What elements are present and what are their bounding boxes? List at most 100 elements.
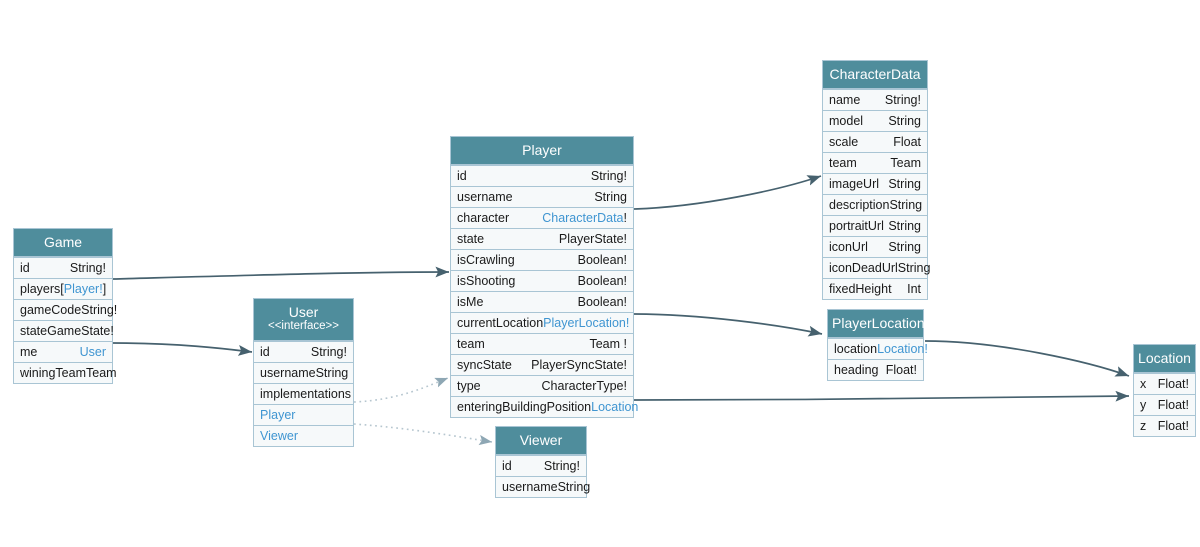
field-row[interactable]: y Float! [1134, 394, 1195, 415]
connector-player-currentlocation-to-playerlocation [633, 313, 823, 337]
field-type-link[interactable]: Location! [877, 342, 928, 356]
field-row[interactable]: id String! [496, 455, 586, 476]
field-row[interactable]: name String! [823, 89, 927, 110]
implementation-item-viewer[interactable]: Viewer [254, 424, 353, 446]
field-row[interactable]: x Float! [1134, 373, 1195, 394]
field-type: Float! [1157, 377, 1189, 391]
field-row[interactable]: team Team [823, 152, 927, 173]
field-type: String [557, 480, 591, 494]
field-row[interactable]: username String [451, 186, 633, 207]
field-name: iconDeadUrl [829, 261, 898, 275]
field-name: heading [834, 363, 879, 377]
field-type-link[interactable]: PlayerLocation [543, 316, 626, 330]
field-row[interactable]: isMe Boolean! [451, 291, 633, 312]
field-type: String! [81, 303, 118, 317]
entity-location[interactable]: Location x Float! y Float! z Float! [1133, 344, 1196, 437]
connector-game-players-to-player [112, 266, 450, 280]
field-row[interactable]: location Location! [828, 338, 928, 359]
entity-playerlocation[interactable]: PlayerLocation location Location! headin… [827, 309, 928, 381]
field-row[interactable]: isCrawling Boolean! [451, 249, 633, 270]
field-row[interactable]: syncState PlayerSyncState! [451, 354, 633, 375]
field-row[interactable]: character CharacterData! [451, 207, 633, 228]
field-row[interactable]: id String! [254, 340, 353, 362]
field-row[interactable]: description String [823, 194, 927, 215]
field-row[interactable]: iconDeadUrl String [823, 257, 930, 278]
field-row[interactable]: winingTeam Team [14, 362, 117, 383]
field-type: Team [890, 156, 921, 170]
field-name: currentLocation [457, 316, 544, 330]
field-type: String! [310, 344, 347, 359]
field-type-link[interactable]: Player! [63, 282, 103, 296]
field-type: Int [907, 282, 921, 296]
field-name: team [829, 156, 857, 170]
entity-user-name: User [288, 304, 319, 320]
field-name: enteringBuildingPosition [457, 400, 592, 414]
entity-viewer-title: Viewer [496, 427, 586, 455]
field-row[interactable]: gameCode String! [14, 299, 117, 320]
field-name: name [829, 93, 861, 107]
field-type: Float! [1157, 398, 1189, 412]
field-type-link[interactable]: User [79, 345, 106, 359]
field-row[interactable]: state GameState! [14, 320, 114, 341]
field-row[interactable]: state PlayerState! [451, 228, 633, 249]
field-row[interactable]: me User [14, 341, 112, 362]
implementation-item-player[interactable]: Player [254, 403, 353, 425]
field-type: String [888, 219, 921, 233]
field-row[interactable]: isShooting Boolean! [451, 270, 633, 291]
field-name: id [20, 261, 30, 275]
field-name: iconUrl [829, 240, 868, 254]
field-name: id [260, 344, 270, 359]
field-type: Boolean! [577, 295, 627, 309]
field-row[interactable]: currentLocation PlayerLocation! [451, 312, 633, 333]
non-null-marker: ! [623, 211, 627, 225]
field-name: location [834, 342, 878, 356]
field-row[interactable]: heading Float! [828, 359, 923, 380]
field-row[interactable]: portraitUrl String [823, 215, 927, 236]
non-null-marker: ! [625, 316, 630, 330]
field-row[interactable]: z Float! [1134, 415, 1195, 436]
field-type-link[interactable]: Location [591, 400, 639, 414]
implementation-name[interactable]: Viewer [260, 428, 298, 443]
entity-player[interactable]: Player id String! username String charac… [450, 136, 638, 418]
entity-characterdata[interactable]: CharacterData name String! model String … [822, 60, 930, 300]
field-row[interactable]: username String [496, 476, 590, 497]
field-name: state [457, 232, 485, 246]
field-row[interactable]: id String! [14, 257, 112, 278]
connector-player-enteringbuildingposition-to-location [633, 390, 1130, 402]
field-name: username [502, 480, 558, 494]
field-type: String [889, 198, 923, 212]
field-row[interactable]: scale Float [823, 131, 927, 152]
field-type: PlayerLocation! [543, 316, 629, 330]
field-type: Float! [885, 363, 917, 377]
connector-game-me-to-user [112, 342, 253, 356]
field-row[interactable]: team Team ! [451, 333, 633, 354]
entity-characterdata-title: CharacterData [823, 61, 927, 89]
field-row[interactable]: fixedHeight Int [823, 278, 927, 299]
field-name: username [457, 190, 513, 204]
field-name: character [457, 211, 510, 225]
field-row[interactable]: iconUrl String [823, 236, 927, 257]
field-type-link[interactable]: CharacterData [542, 211, 624, 225]
field-row[interactable]: enteringBuildingPosition Location [451, 396, 638, 417]
field-row[interactable]: username String [254, 361, 353, 383]
field-row[interactable]: model String [823, 110, 927, 131]
field-row[interactable]: id String! [451, 165, 633, 186]
field-type: Float [893, 135, 921, 149]
implementation-name[interactable]: Player [260, 407, 296, 422]
entity-game[interactable]: Game id String! players [Player!] gameCo… [13, 228, 117, 384]
field-row[interactable]: imageUrl String [823, 173, 927, 194]
entity-user[interactable]: User <<interface>> id String! username S… [253, 298, 354, 447]
field-name: model [829, 114, 864, 128]
field-name: scale [829, 135, 859, 149]
field-name: z [1140, 419, 1147, 433]
field-name: fixedHeight [829, 282, 892, 296]
field-row[interactable]: type CharacterType! [451, 375, 633, 396]
connector-user-implements-player [353, 377, 449, 403]
field-row[interactable]: players [Player!] [14, 278, 112, 299]
field-type: String [594, 190, 627, 204]
field-type: Boolean! [577, 274, 627, 288]
entity-viewer[interactable]: Viewer id String! username String [495, 426, 590, 498]
field-type: CharacterData! [542, 211, 627, 225]
field-name: imageUrl [829, 177, 880, 191]
